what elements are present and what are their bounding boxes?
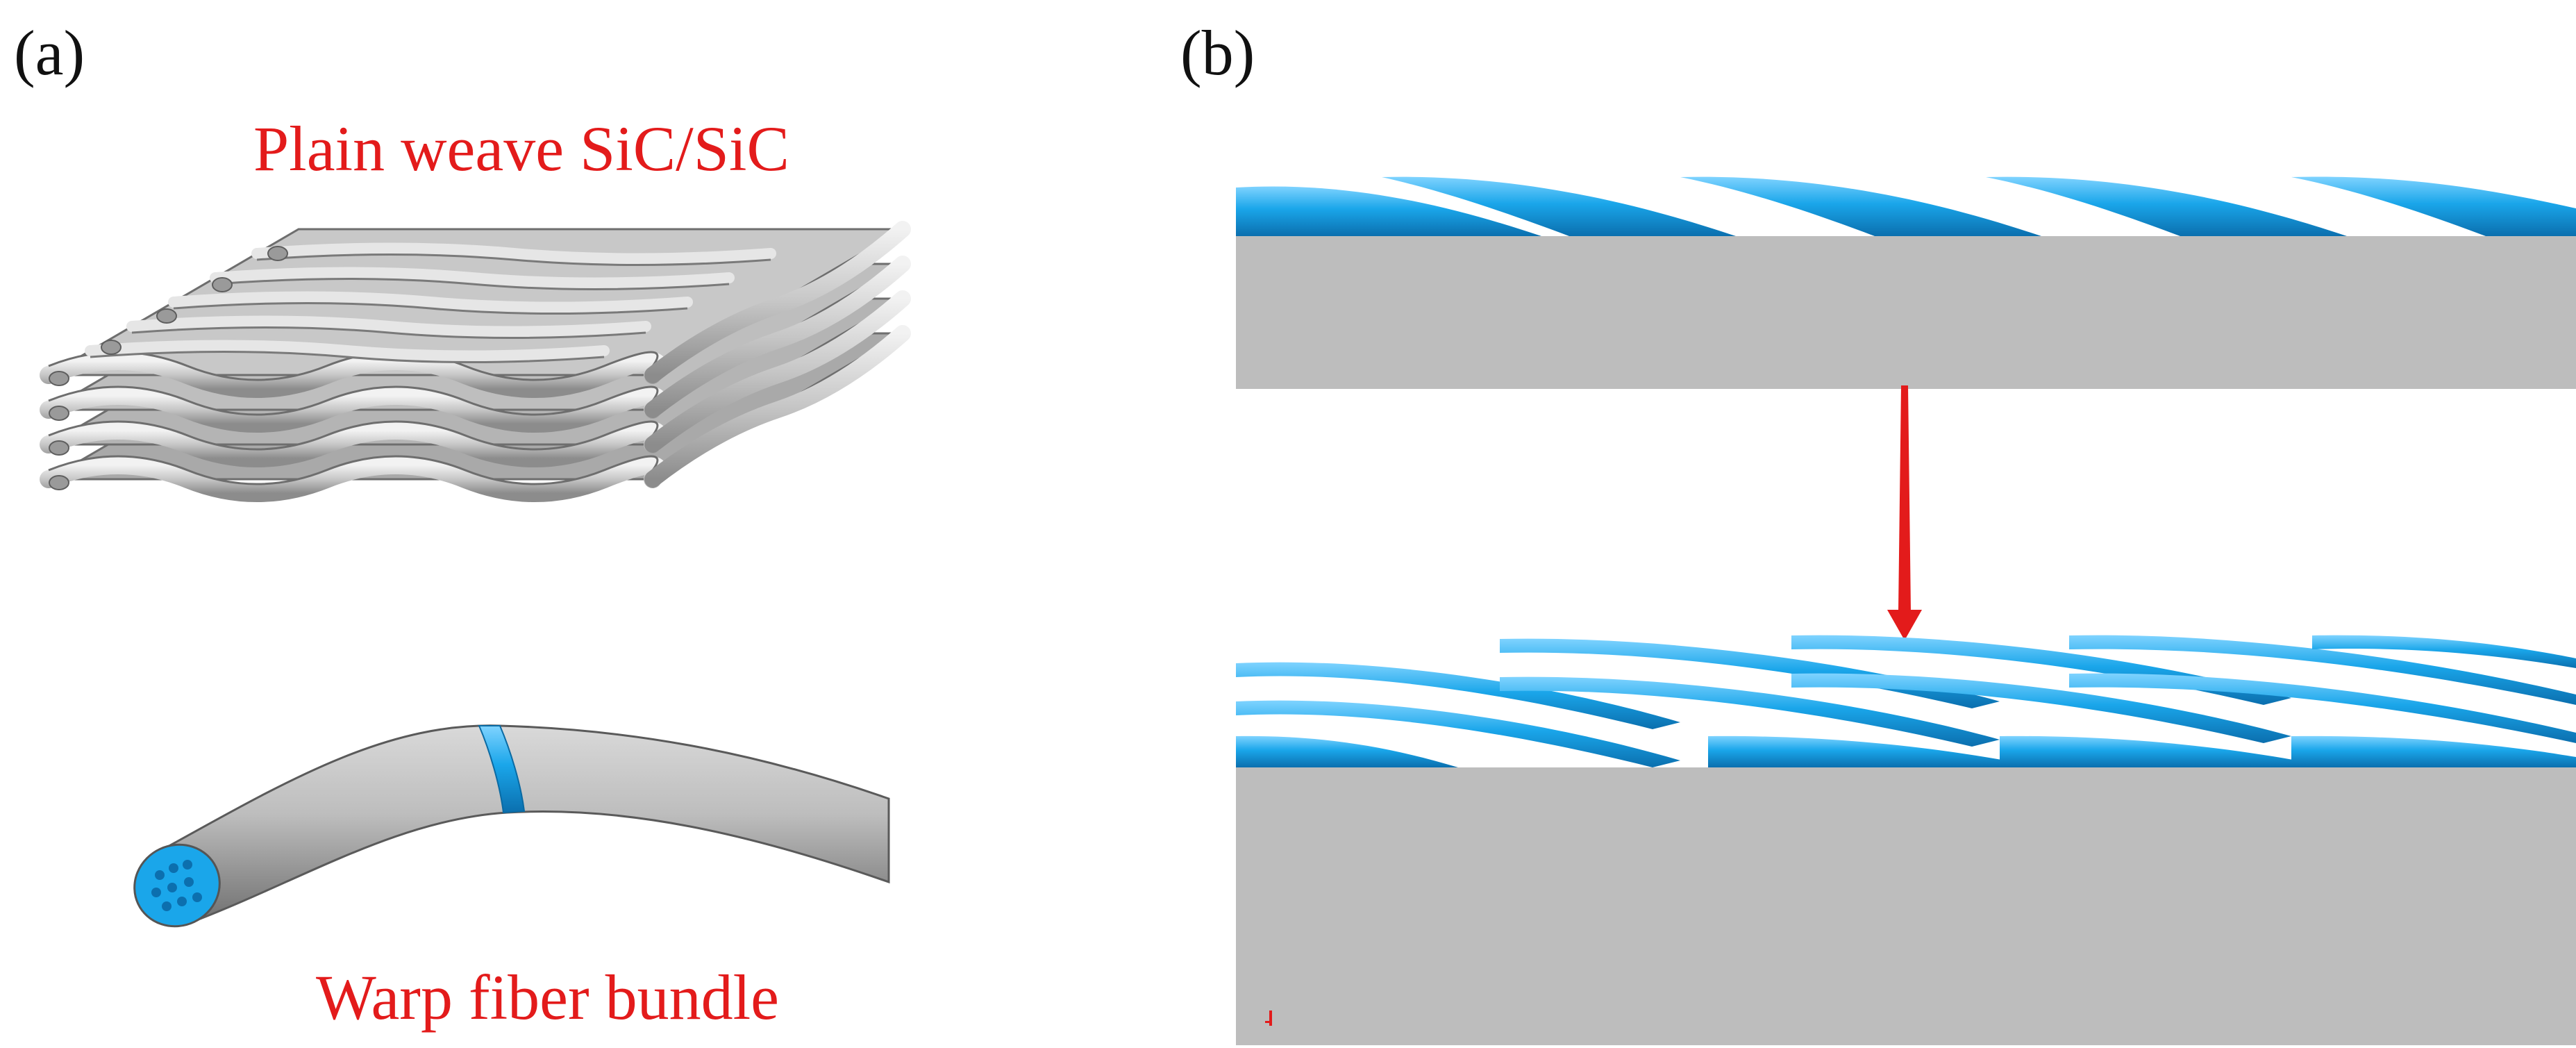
matrix-block-before: [1236, 236, 2576, 389]
unit-cell-after: [1236, 635, 2576, 1045]
warp-tows-front: [40, 352, 667, 502]
matrix-block-after: [1236, 767, 2576, 1045]
fibers-before: [1236, 176, 2576, 236]
warp-fiber-bundle-caption: Warp fiber bundle: [316, 962, 779, 1033]
bundle-end-face: [133, 843, 221, 928]
weft-tows-side: [644, 221, 911, 488]
panel-a-label: (a): [14, 17, 85, 88]
plain-weave-caption: Plain weave SiC/SiC: [253, 113, 789, 184]
unit-cell-before: [1236, 176, 2576, 389]
top-weave-pattern-edges: [90, 253, 771, 363]
warp-fiber-bundle: [133, 724, 890, 928]
panel-b-label: (b): [1180, 17, 1255, 88]
transform-arrow: [1887, 385, 1922, 640]
bundle-cross-section-band: [478, 725, 526, 814]
top-weave-pattern: [85, 242, 776, 362]
small-red-marker: [1265, 1010, 1272, 1026]
bundle-end-fibers: [151, 860, 202, 911]
tow-end-caps: [49, 246, 288, 490]
fibers-after: [1236, 635, 2576, 767]
plain-weave-stack: [40, 221, 911, 502]
